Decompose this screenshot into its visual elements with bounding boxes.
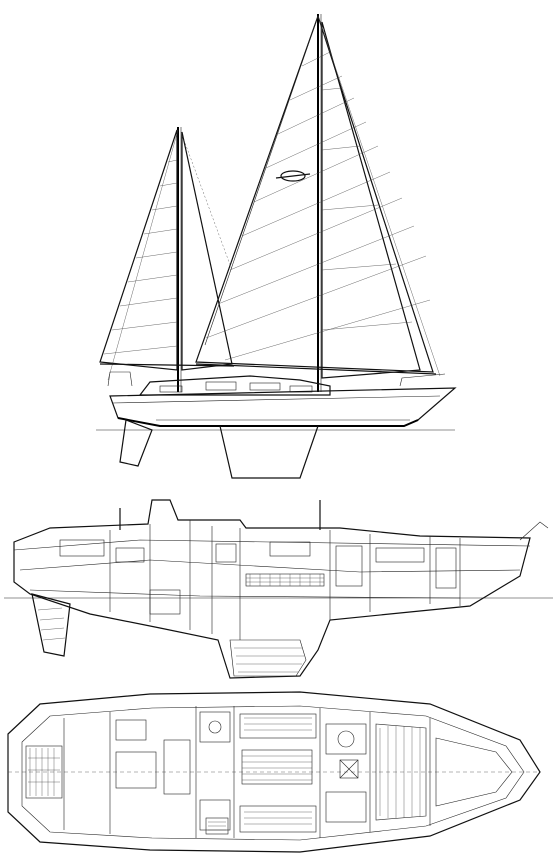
profile-rudder [31, 593, 71, 657]
sail-plan [96, 14, 457, 479]
main-boom [195, 363, 437, 375]
plan-bulkheads [63, 706, 431, 838]
keel [219, 425, 319, 479]
mizzen-boom [99, 363, 235, 367]
saloon-table [241, 749, 313, 785]
deckhouse [138, 375, 331, 396]
rudder [119, 419, 153, 467]
sail-plan-hull [109, 387, 457, 427]
plan-hull [7, 691, 541, 853]
profile-bulkheads [109, 520, 461, 640]
aft-berth [25, 745, 63, 799]
mainsail [321, 21, 421, 379]
forward-berth [375, 723, 427, 821]
sail-insignia [275, 170, 311, 182]
profile-hull [13, 499, 531, 679]
accommodation-plan [7, 691, 541, 853]
inboard-profile [4, 499, 553, 679]
genoa-seams [205, 51, 431, 361]
mizzen-sail [99, 129, 233, 371]
genoa-sail [195, 14, 434, 373]
mizzen-seams [103, 159, 178, 355]
